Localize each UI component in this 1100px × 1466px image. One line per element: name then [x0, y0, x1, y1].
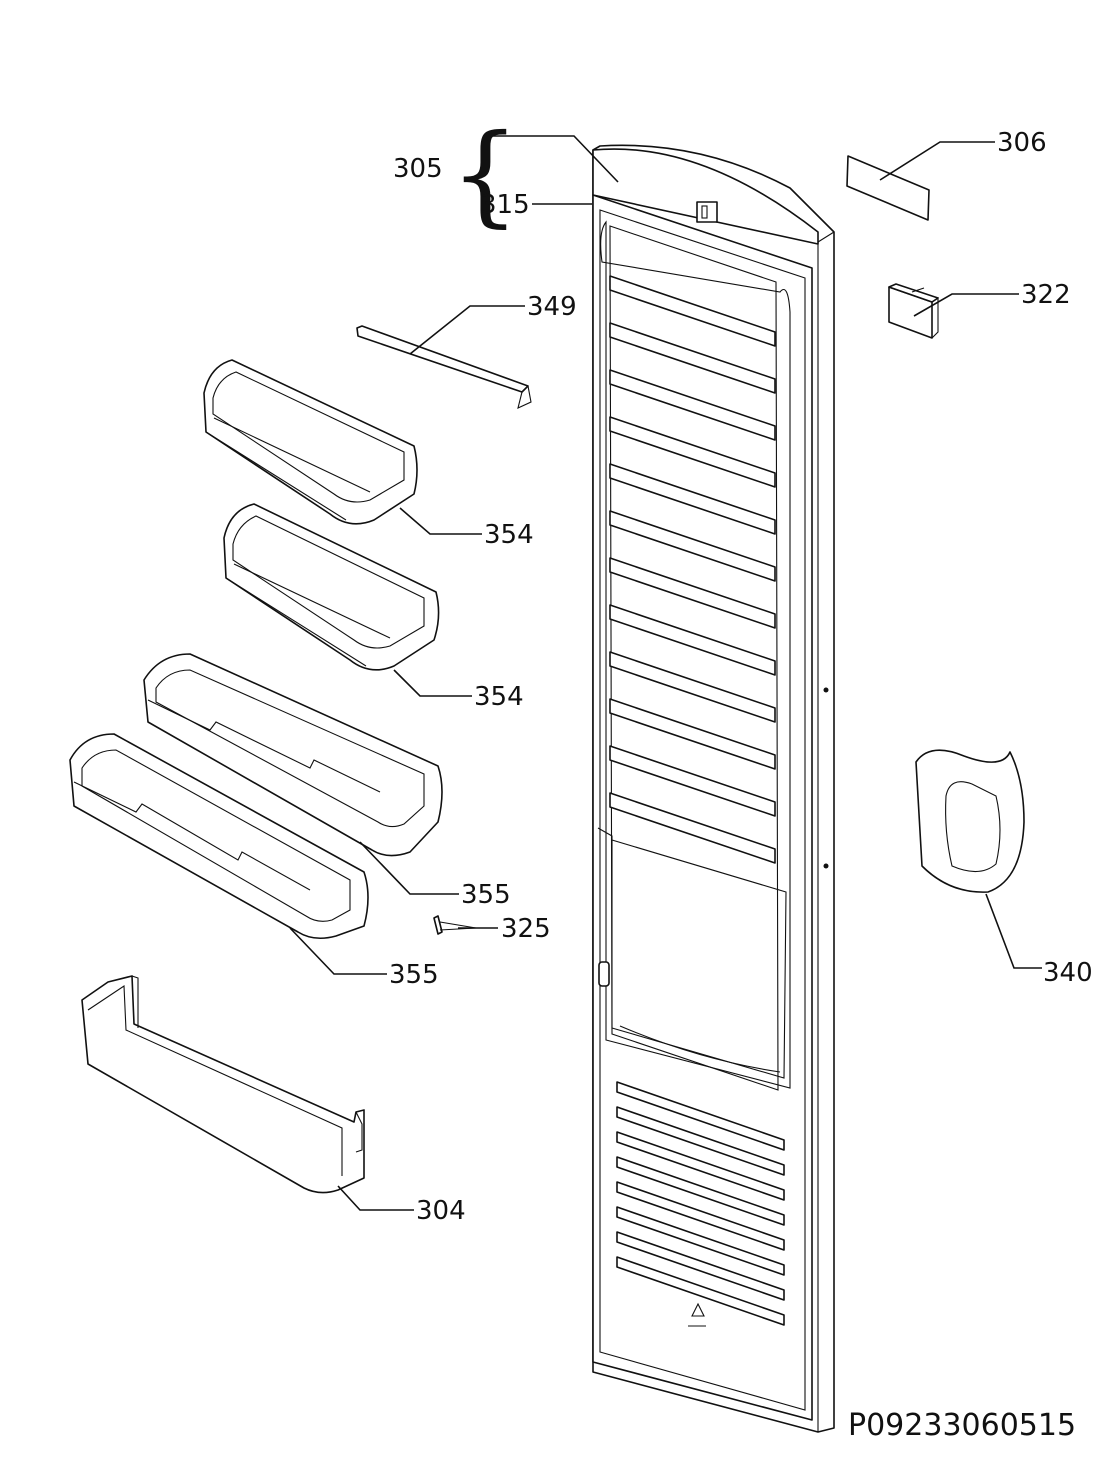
callout-304: 304: [416, 1196, 466, 1226]
door-top-cap: [592, 148, 819, 245]
part-340-door-handle: [915, 749, 1025, 893]
callout-305: 305: [393, 154, 443, 184]
callout-315: 315: [480, 190, 530, 220]
part-322-cover: [888, 283, 939, 339]
callout-322: 322: [1021, 280, 1071, 310]
callout-306: 306: [997, 128, 1047, 158]
part-325-pin: [433, 915, 477, 935]
part-349-bottle-divider: [356, 325, 532, 409]
recycle-mark-icon: [691, 1302, 705, 1317]
callout-325: 325: [501, 914, 551, 944]
door-hinge-clip: [598, 961, 610, 987]
door-vent-slots: [616, 1081, 785, 1326]
part-354-box-lower: [223, 503, 440, 671]
part-354-box-upper: [203, 359, 418, 525]
screw-icon: [823, 863, 829, 869]
screw-icon: [823, 687, 829, 693]
callout-354-lower: 354: [474, 682, 524, 712]
part-355-tray-upper: [143, 653, 443, 857]
drawing-id: P09233060515: [848, 1408, 1076, 1443]
door-liner-ribs-upper: [609, 275, 776, 864]
part-306-label-plate: [846, 155, 930, 221]
door-gasket: [592, 194, 813, 1421]
callout-355-upper: 355: [461, 880, 511, 910]
part-355-tray-lower: [69, 733, 369, 940]
part-304-bottle-shelf: [81, 975, 365, 1194]
callout-349: 349: [527, 292, 577, 322]
group-brace: {: [450, 110, 520, 238]
callout-354-upper: 354: [484, 520, 534, 550]
callout-355-lower: 355: [389, 960, 439, 990]
callout-leaders: [289, 135, 1042, 1211]
callout-340: 340: [1043, 958, 1093, 988]
door-assembly: [592, 144, 835, 1433]
